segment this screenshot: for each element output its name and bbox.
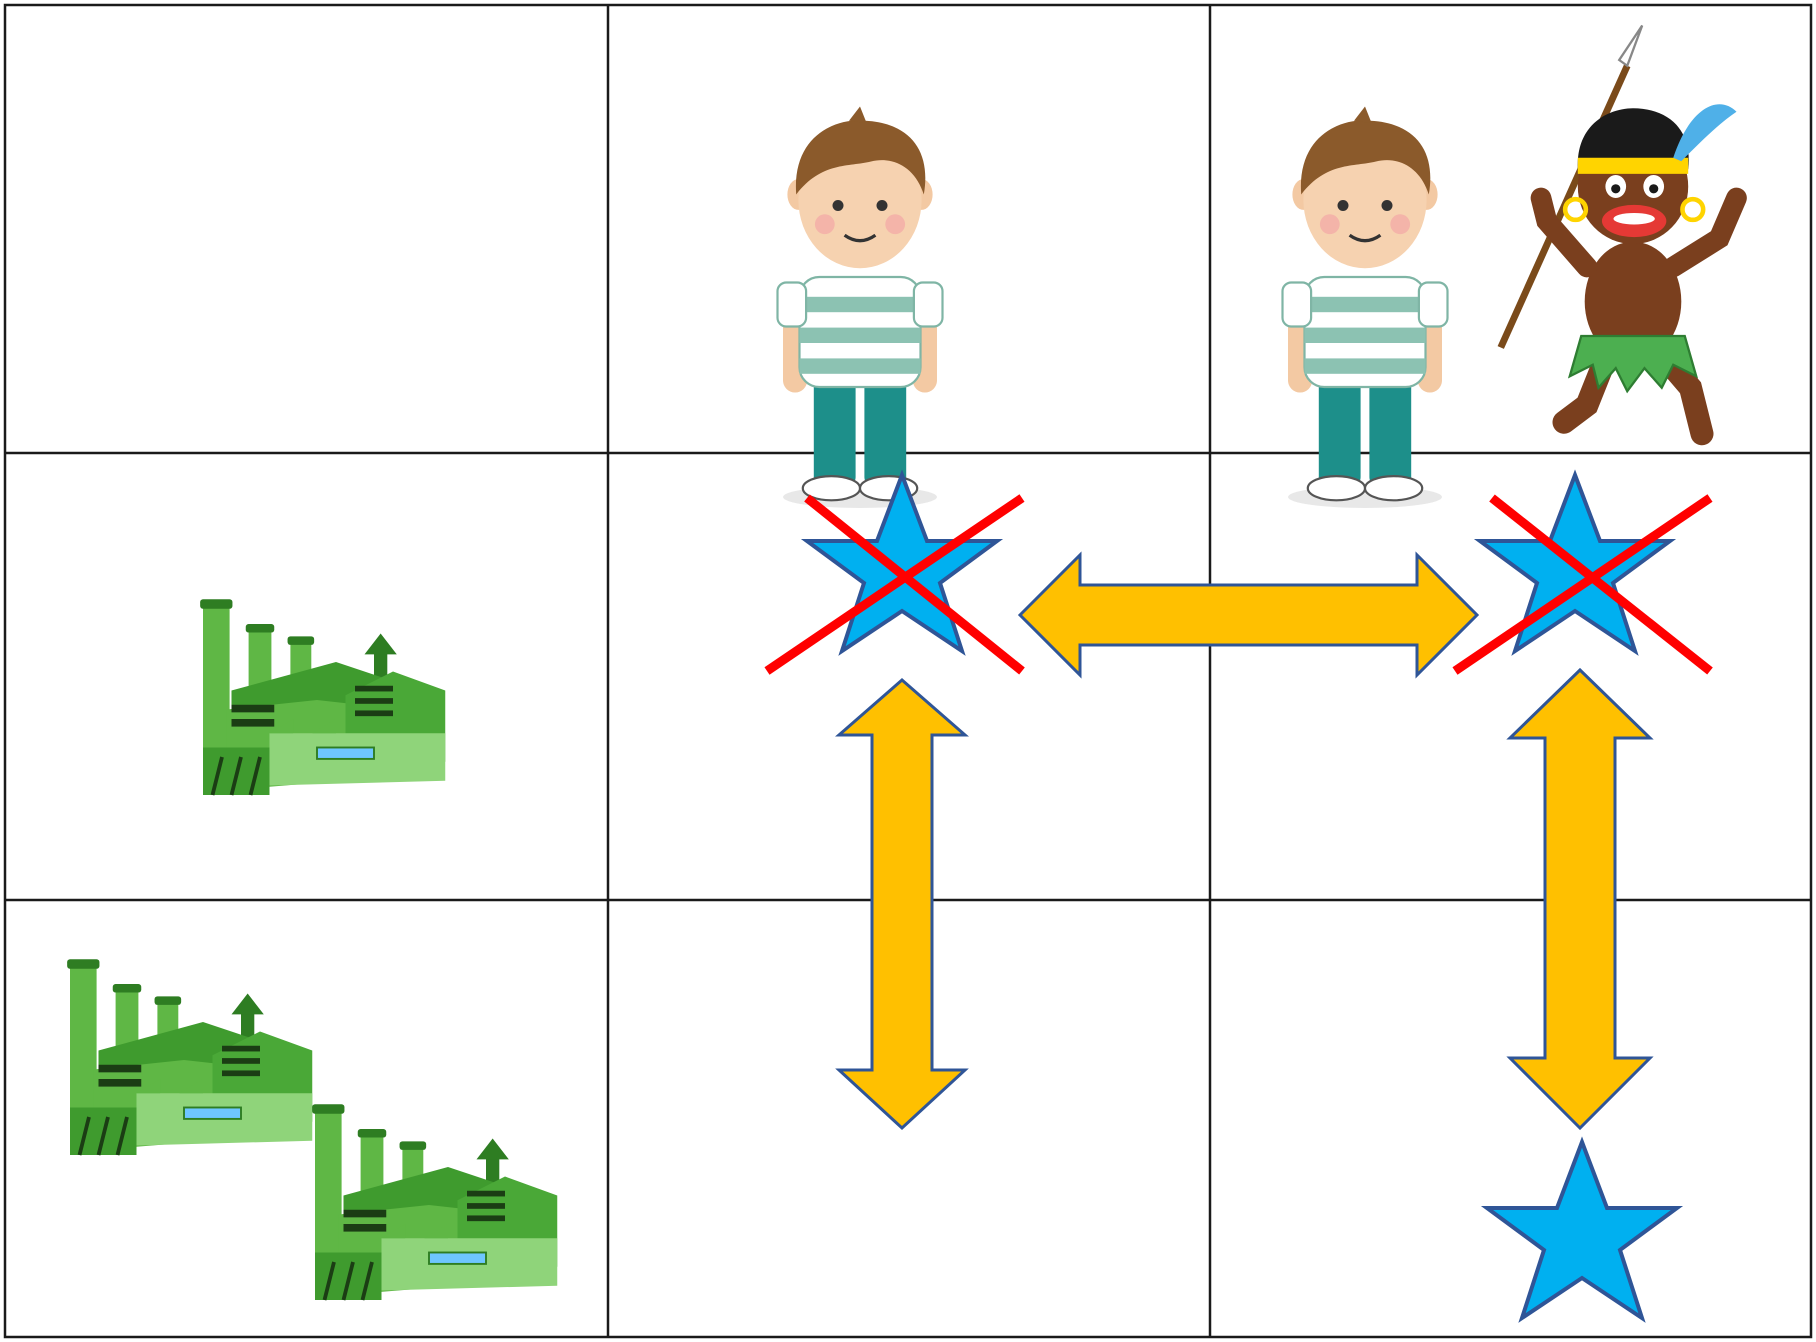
star-icon-crossed — [1452, 473, 1713, 675]
cell-2-0-factories — [65, 957, 560, 1302]
cell-0-1-boy — [775, 104, 945, 510]
double-arrow-vertical-right — [1506, 667, 1654, 1131]
grid-lines — [3, 3, 1813, 1339]
boy-figure — [775, 104, 945, 510]
double-arrow-horizontal — [1017, 551, 1480, 679]
cross-mark — [1452, 494, 1713, 675]
factory-icon — [65, 957, 315, 1157]
double-arrow-vertical-left — [835, 678, 969, 1131]
star-icon — [1485, 1140, 1679, 1320]
cell-0-2-figures — [1280, 26, 1737, 510]
star-icon-crossed — [764, 473, 1025, 675]
tribal-warrior-figure — [1501, 26, 1737, 434]
factory-icon — [198, 597, 448, 797]
stars — [764, 473, 1713, 1320]
factory-icon — [310, 1102, 560, 1302]
cross-mark — [764, 494, 1025, 675]
cell-1-0-factory — [198, 597, 448, 797]
boy-figure — [1280, 104, 1450, 510]
arrows — [835, 551, 1654, 1131]
